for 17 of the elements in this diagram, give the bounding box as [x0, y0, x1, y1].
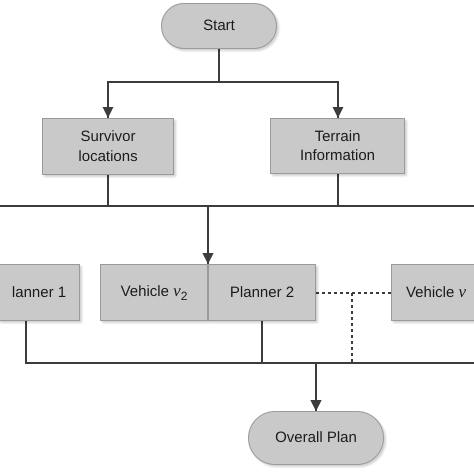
- process-box: [208, 264, 316, 321]
- connector-arrow: [310, 362, 474, 411]
- process-box: [270, 118, 405, 174]
- node-label: Survivor locations: [77, 127, 139, 166]
- node-label: Terrain Information: [298, 126, 376, 166]
- node-label: Overall Plan: [275, 428, 357, 448]
- node-label: Start: [203, 16, 235, 36]
- node-label: Planner 2: [230, 282, 294, 302]
- process-box: [42, 118, 174, 175]
- node-label: Vehicle v: [406, 281, 466, 304]
- node-label: Vehicle v$_{2}$: [120, 280, 188, 305]
- terminal-pill: [248, 411, 384, 465]
- terminal-pill: [161, 3, 277, 49]
- process-box: [391, 264, 474, 321]
- node-label: lanner 1: [12, 282, 66, 302]
- process-box: [0, 264, 80, 321]
- process-box: [100, 264, 208, 321]
